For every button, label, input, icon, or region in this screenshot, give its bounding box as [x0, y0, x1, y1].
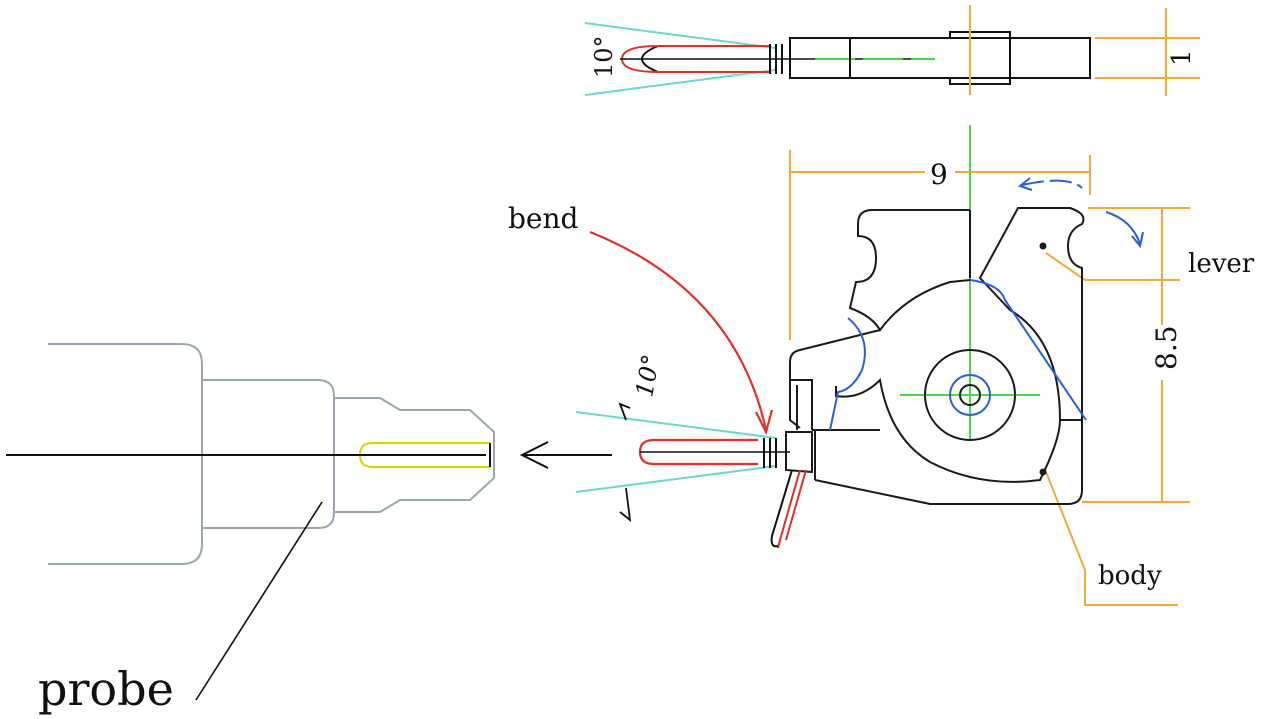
probe-leader	[195, 501, 323, 701]
probe-label: probe	[38, 662, 174, 716]
body-label: body	[1098, 561, 1162, 591]
height-label: 8.5	[1150, 325, 1183, 370]
side-angle-label: 10°	[630, 352, 665, 399]
bend-label: bend	[508, 202, 579, 235]
bend-arrow	[589, 230, 768, 431]
width-label: 9	[930, 158, 948, 191]
lever-label: lever	[1188, 249, 1255, 279]
connector-side-view: 9 8.5 lever body	[508, 125, 1255, 606]
top-angle-label: 10°	[590, 35, 618, 78]
insertion-arrow	[519, 441, 612, 469]
top-view: 10° 1	[584, 5, 1200, 96]
thickness-label: 1	[1167, 49, 1197, 66]
